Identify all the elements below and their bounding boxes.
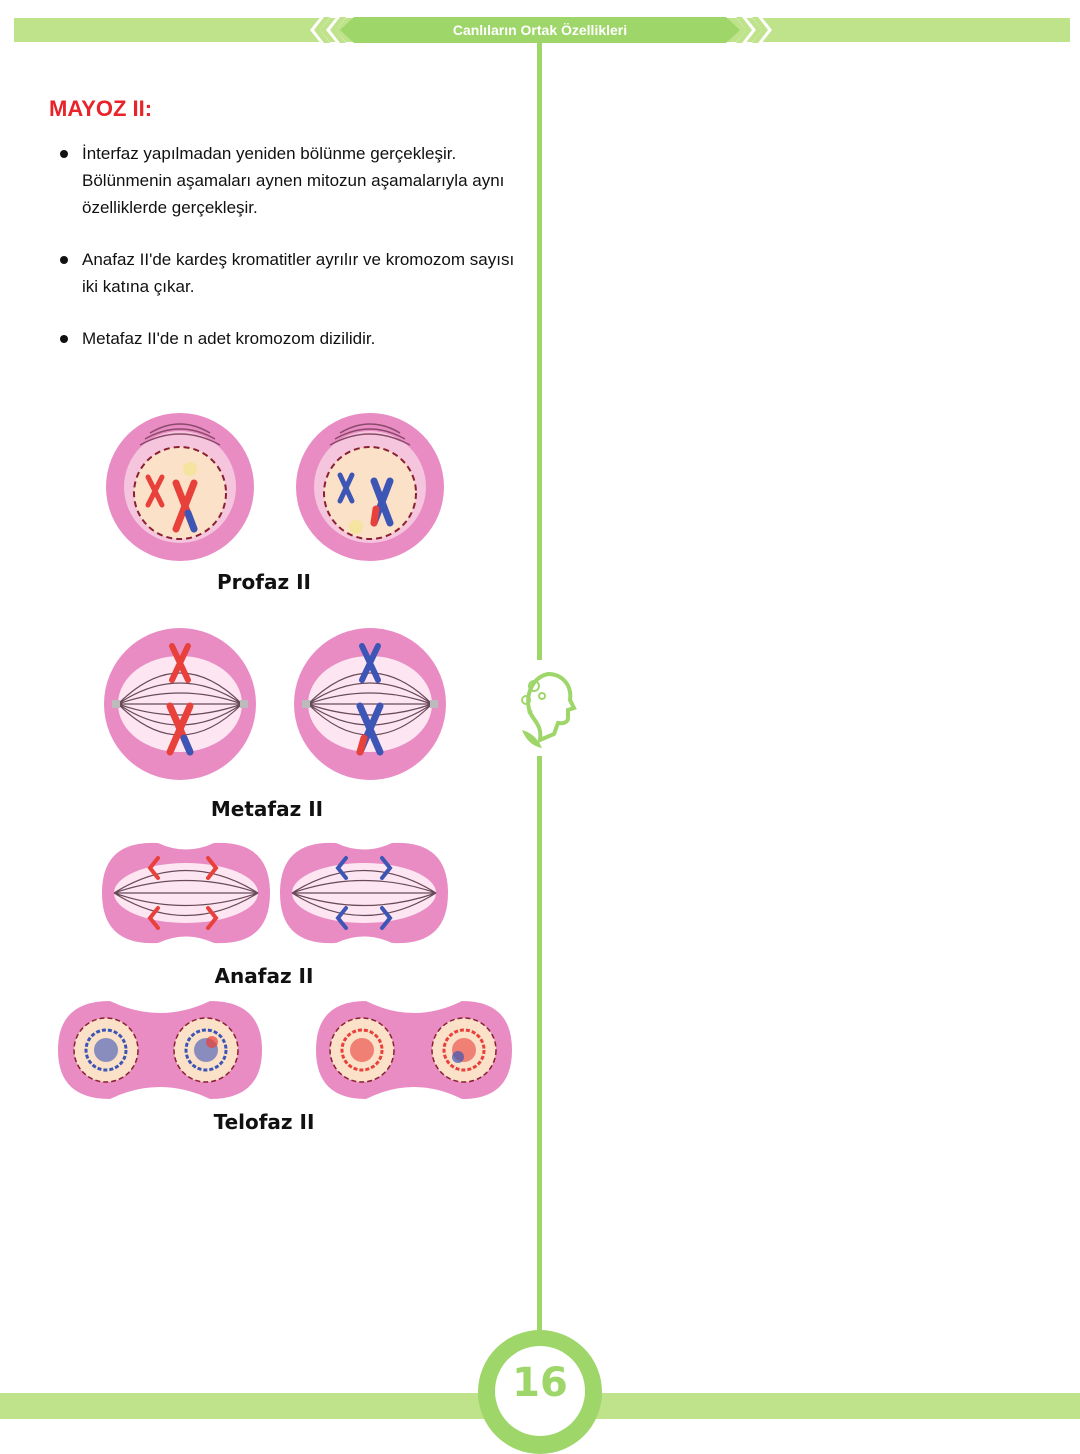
bullet-dot-icon: [60, 256, 68, 264]
bullet-item: İnterfaz yapılmadan yeniden bölünme gerç…: [58, 140, 528, 221]
stage-label-profaz: Profaz II: [217, 570, 311, 594]
profaz-cell-red: [106, 413, 254, 561]
bullet-dot-icon: [60, 150, 68, 158]
stage-label-metafaz: Metafaz II: [210, 797, 324, 821]
bullet-text: Metafaz II'de n adet kromozom dizilidir.: [82, 329, 376, 348]
metafaz-cell-red: [104, 628, 256, 780]
metafaz-cell-blue: [294, 628, 446, 780]
stage-label-telofaz: Telofaz II: [213, 1110, 315, 1134]
head-logo: [508, 660, 578, 756]
bullet-item: Metafaz II'de n adet kromozom dizilidir.: [58, 325, 528, 352]
bullet-text: Anafaz II'de kardeş kromatitler ayrılır …: [82, 250, 515, 296]
bullet-item: Anafaz II'de kardeş kromatitler ayrılır …: [58, 246, 528, 300]
chevron-right-icon: [734, 15, 772, 45]
chevron-left-icon: [310, 15, 348, 45]
anafaz-cell-red: [102, 842, 270, 944]
anafaz-cell-blue: [280, 842, 448, 944]
bullet-list: İnterfaz yapılmadan yeniden bölünme gerç…: [58, 140, 528, 377]
telofaz-cell-blue: [58, 1001, 262, 1099]
header-title: Canlıların Ortak Özellikleri: [452, 22, 628, 38]
profaz-cell-blue: [296, 413, 444, 561]
bullet-text: İnterfaz yapılmadan yeniden bölünme gerç…: [82, 144, 505, 217]
section-title: MAYOZ II:: [49, 96, 153, 121]
header-tab: Canlıların Ortak Özellikleri: [340, 17, 740, 43]
bullet-dot-icon: [60, 335, 68, 343]
page-number: 16: [512, 1360, 568, 1406]
telofaz-cell-red: [316, 1001, 512, 1099]
stage-label-anafaz: Anafaz II: [214, 964, 314, 988]
